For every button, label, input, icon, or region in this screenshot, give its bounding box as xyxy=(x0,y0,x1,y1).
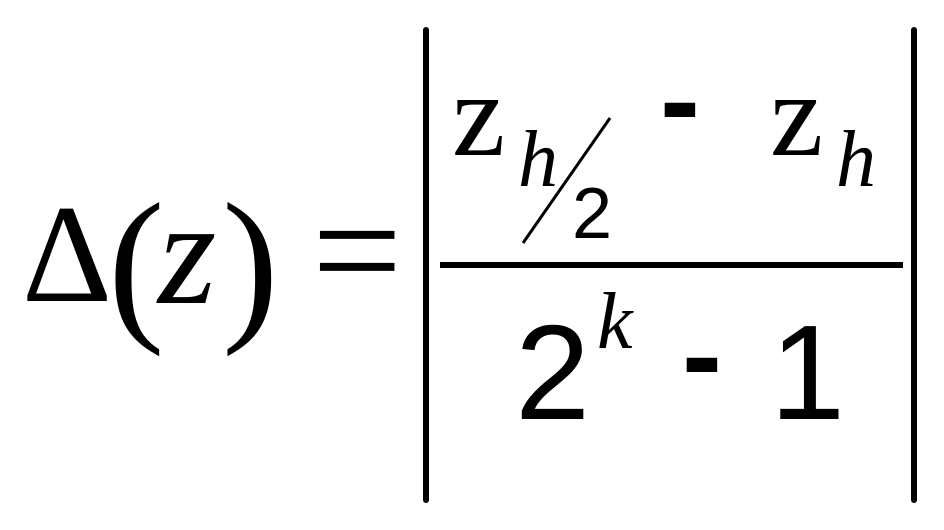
numerator-subscript-divisor: 2 xyxy=(572,174,613,254)
numerator-z-second: z xyxy=(770,48,824,181)
numerator-z-first: z xyxy=(452,48,506,181)
denominator-minus: - xyxy=(682,288,722,422)
delta-symbol: Δ xyxy=(22,177,113,332)
denominator-base: 2 xyxy=(515,297,591,448)
close-paren: ) xyxy=(222,169,279,357)
denominator-exponent: k xyxy=(597,278,633,366)
subscript-slash xyxy=(521,117,612,244)
numerator-minus: - xyxy=(660,33,700,167)
denominator-one: 1 xyxy=(770,297,846,448)
equals-sign: = xyxy=(312,161,403,339)
lhs-variable-z: z xyxy=(158,170,217,336)
numerator-subscript-h: h xyxy=(518,116,558,204)
numerator-subscript-h-second: h xyxy=(836,116,876,204)
open-paren: ( xyxy=(108,169,165,357)
